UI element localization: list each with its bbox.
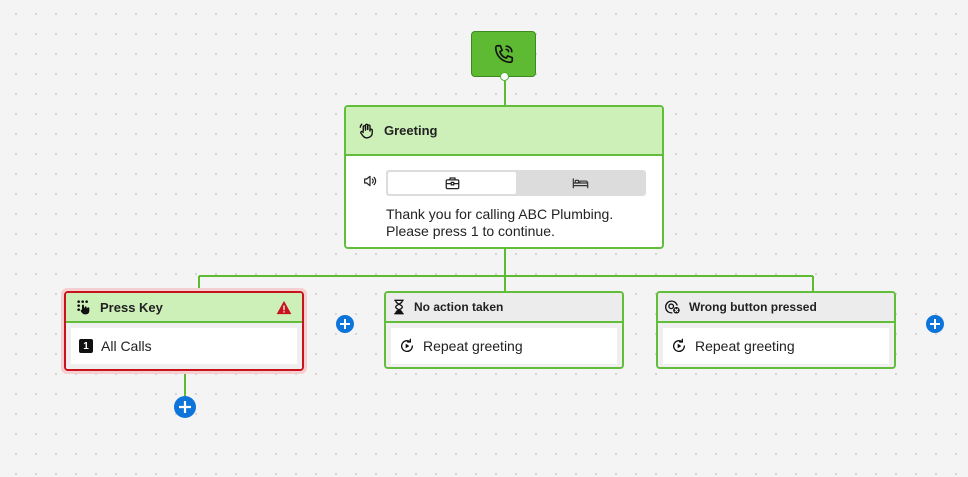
no-action-title: No action taken	[414, 300, 504, 314]
wrong-button-icon	[665, 300, 680, 314]
wrong-button-repeat-greeting[interactable]: Repeat greeting	[663, 328, 889, 364]
no-action-node[interactable]: No action taken Repeat greeting	[384, 291, 624, 369]
key-badge: 1	[79, 339, 93, 353]
greeting-title: Greeting	[384, 123, 438, 138]
phone-call-icon	[494, 44, 513, 64]
warning-icon	[276, 300, 292, 314]
hand-wave-icon	[359, 123, 373, 138]
keypad-hand-icon	[77, 300, 90, 315]
hourglass-icon	[394, 299, 404, 315]
press-key-action[interactable]: 1 All Calls	[71, 328, 297, 364]
wrong-button-node[interactable]: Wrong button pressed Repeat greeting	[656, 291, 896, 369]
press-key-action-label: All Calls	[101, 338, 152, 354]
wrong-button-title: Wrong button pressed	[689, 300, 817, 314]
plus-icon	[340, 319, 350, 329]
speaker-icon[interactable]	[362, 172, 378, 190]
plus-icon	[930, 319, 940, 329]
wrong-button-action-label: Repeat greeting	[695, 338, 795, 354]
business-hours-tab[interactable]	[388, 172, 516, 194]
plus-icon	[179, 401, 191, 413]
replay-icon	[401, 338, 414, 352]
briefcase-icon	[445, 177, 459, 190]
press-key-node[interactable]: Press Key 1 All Calls	[64, 291, 304, 371]
greeting-message: Thank you for calling ABC Plumbing. Plea…	[386, 206, 646, 240]
start-output-port[interactable]	[500, 72, 509, 81]
press-key-title: Press Key	[100, 299, 163, 315]
press-key-header: Press Key	[66, 293, 302, 323]
greeting-content: Thank you for calling ABC Plumbing. Plea…	[352, 162, 656, 247]
no-action-repeat-greeting[interactable]: Repeat greeting	[391, 328, 617, 364]
greeting-node[interactable]: Greeting	[344, 105, 664, 249]
wrong-button-header: Wrong button pressed	[658, 293, 894, 323]
schedule-toggle	[386, 170, 646, 196]
start-call-node[interactable]	[471, 31, 536, 77]
add-branch-end-button[interactable]	[926, 315, 944, 333]
after-hours-tab[interactable]	[516, 172, 644, 194]
replay-icon	[673, 338, 686, 352]
add-branch-button[interactable]	[336, 315, 354, 333]
bed-icon	[572, 178, 588, 189]
greeting-message-line2: Please press 1 to continue.	[386, 223, 555, 239]
no-action-action-label: Repeat greeting	[423, 338, 523, 354]
greeting-message-line1: Thank you for calling ABC Plumbing.	[386, 206, 614, 222]
no-action-header: No action taken	[386, 293, 622, 323]
greeting-header: Greeting	[346, 107, 662, 156]
add-step-button[interactable]	[174, 396, 196, 418]
